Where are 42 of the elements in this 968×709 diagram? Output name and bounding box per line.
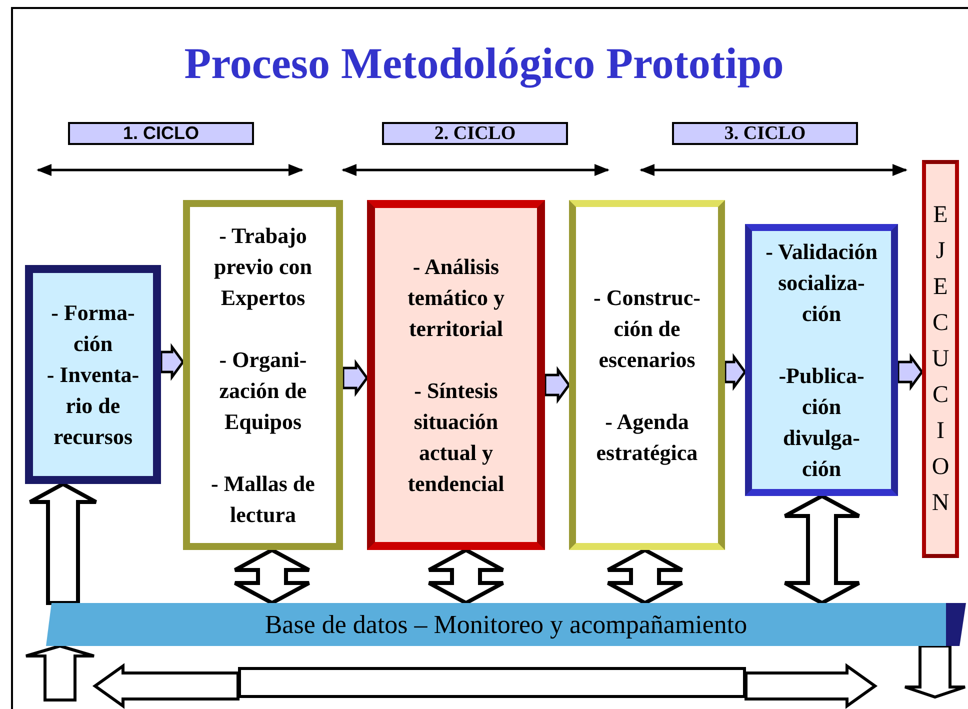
cycle-label: 3. CICLO: [724, 122, 806, 144]
task-text: - Síntesis situación actual y tendencial: [406, 377, 506, 498]
task-text: - Mallas de lectura: [210, 470, 316, 529]
cycle-tag: [68, 122, 254, 145]
task-text: - Forma- ción: [50, 299, 136, 358]
database-band: [46, 603, 966, 646]
task-text: - Agenda estratégica: [595, 408, 699, 467]
task-text: -Publica- ción divulga- ción: [778, 362, 866, 483]
block-arrow: [427, 548, 505, 606]
block-arrow: [24, 644, 96, 702]
block-arrow: [904, 644, 966, 699]
cycle-tag: [382, 122, 568, 145]
block-arrow: [544, 366, 571, 404]
process-box: [745, 224, 898, 496]
block-arrow: [783, 494, 861, 606]
task-text: - Trabajo previo con Expertos: [213, 222, 313, 312]
execution-bar: [922, 160, 959, 558]
block-arrow: [744, 663, 878, 709]
vertical-label: EJECUCION: [930, 201, 950, 518]
cycle-label: 1. CICLO: [122, 123, 199, 144]
block-arrow: [606, 548, 684, 606]
task-text: - Inventa- rio de recursos: [46, 361, 140, 451]
cycle-tag: [672, 122, 858, 145]
band-label: Base de datos – Monitoreo y acompañamiento: [264, 610, 748, 640]
empty-box: [238, 667, 746, 698]
block-arrow: [160, 343, 185, 381]
cycle-label: 2. CICLO: [434, 122, 516, 144]
block-arrow: [342, 359, 369, 397]
process-box: [569, 200, 725, 550]
task-text: - Análisis temático y territorial: [406, 253, 506, 343]
task-text: - Construc- ción de escenarios: [592, 284, 702, 374]
process-box: [25, 265, 161, 484]
block-arrow: [92, 663, 240, 709]
task-text: - Organi- zación de Equipos: [218, 346, 308, 436]
title: Proceso Metodológico Prototipo: [183, 38, 785, 89]
block-arrow: [896, 353, 924, 391]
process-box: [367, 200, 545, 550]
block-arrow: [28, 482, 98, 605]
process-box: [183, 200, 343, 550]
block-arrow: [724, 353, 747, 391]
block-arrow: [233, 548, 311, 606]
task-text: - Validación socializa- ción: [764, 238, 878, 328]
